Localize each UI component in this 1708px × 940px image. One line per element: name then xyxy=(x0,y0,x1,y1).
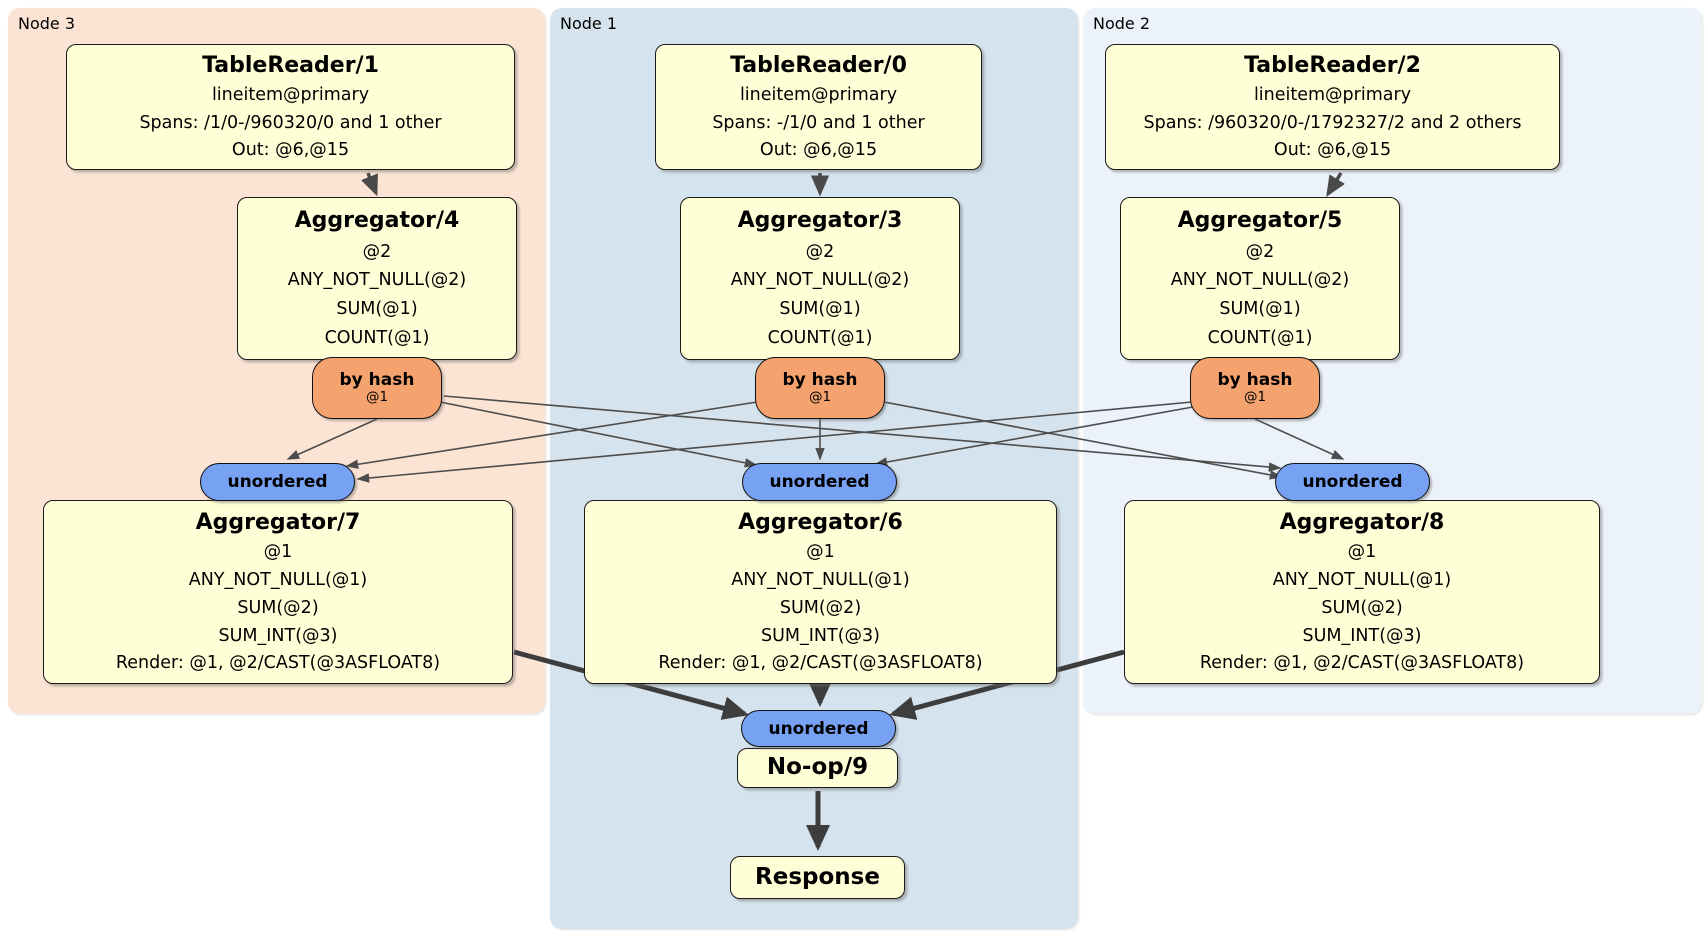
tablereader-2-title: TableReader/2 xyxy=(1244,53,1421,79)
tablereader-0-box: TableReader/0 lineitem@primary Spans: -/… xyxy=(655,44,982,170)
node3-label: Node 3 xyxy=(18,14,76,33)
tablereader-0-title: TableReader/0 xyxy=(730,53,907,79)
node1-label: Node 1 xyxy=(560,14,618,33)
aggregator-4-group: @2 xyxy=(362,241,392,262)
response-box: Response xyxy=(730,856,905,899)
aggregator-8-fn3: SUM_INT(@3) xyxy=(1302,625,1422,646)
aggregator-6-render: Render: @1, @2/CAST(@3ASFLOAT8) xyxy=(658,653,983,674)
aggregator-6-group: @1 xyxy=(806,542,835,563)
aggregator-3-fn1: ANY_NOT_NULL(@2) xyxy=(730,270,910,291)
by-hash-key: @1 xyxy=(1243,388,1267,405)
by-hash-label: by hash xyxy=(782,370,858,391)
unordered-receiver-agg8: unordered xyxy=(1275,463,1430,501)
tablereader-1-title: TableReader/1 xyxy=(202,53,379,79)
aggregator-3-fn3: COUNT(@1) xyxy=(767,328,873,349)
aggregator-6-fn1: ANY_NOT_NULL(@1) xyxy=(731,570,910,591)
aggregator-8-fn1: ANY_NOT_NULL(@1) xyxy=(1272,570,1452,591)
aggregator-7-fn2: SUM(@2) xyxy=(237,597,319,618)
aggregator-8-title: Aggregator/8 xyxy=(1279,509,1445,535)
by-hash-router-agg5: by hash @1 xyxy=(1190,357,1320,419)
edge-tr2-agg5 xyxy=(1326,172,1345,197)
edge-tr1-agg4 xyxy=(361,172,378,197)
aggregator-4-fn3: COUNT(@1) xyxy=(324,328,430,349)
edge-bh5-uo7 xyxy=(356,401,1193,483)
aggregator-8-render: Render: @1, @2/CAST(@3ASFLOAT8) xyxy=(1199,653,1525,674)
aggregator-7-render: Render: @1, @2/CAST(@3ASFLOAT8) xyxy=(115,653,441,674)
aggregator-6-fn3: SUM_INT(@3) xyxy=(761,625,880,646)
by-hash-key: @1 xyxy=(365,388,389,405)
by-hash-label: by hash xyxy=(1217,370,1293,391)
tablereader-0-index: lineitem@primary xyxy=(739,85,898,106)
node2-label: Node 2 xyxy=(1093,14,1151,33)
unordered-label: unordered xyxy=(768,718,869,739)
aggregator-4-title: Aggregator/4 xyxy=(294,207,460,233)
aggregator-6-fn2: SUM(@2) xyxy=(779,597,862,618)
unordered-receiver-noop: unordered xyxy=(741,710,896,747)
unordered-label: unordered xyxy=(227,472,328,492)
aggregator-7-box: Aggregator/7 @1 ANY_NOT_NULL(@1) SUM(@2)… xyxy=(43,500,513,684)
by-hash-router-agg4: by hash @1 xyxy=(312,357,442,419)
tablereader-2-index: lineitem@primary xyxy=(1253,85,1412,106)
tablereader-0-out: Out: @6,@15 xyxy=(759,139,878,160)
tablereader-2-out: Out: @6,@15 xyxy=(1273,139,1392,160)
tablereader-1-spans: Spans: /1/0-/960320/0 and 1 other xyxy=(139,112,442,133)
aggregator-5-fn2: SUM(@1) xyxy=(1219,299,1301,320)
aggregator-8-box: Aggregator/8 @1 ANY_NOT_NULL(@1) SUM(@2)… xyxy=(1124,500,1600,684)
aggregator-8-fn2: SUM(@2) xyxy=(1321,597,1403,618)
aggregator-3-fn2: SUM(@1) xyxy=(779,299,861,320)
aggregator-5-fn3: COUNT(@1) xyxy=(1207,328,1313,349)
tablereader-2-spans: Spans: /960320/0-/1792327/2 and 2 others xyxy=(1143,112,1522,133)
aggregator-6-box: Aggregator/6 @1 ANY_NOT_NULL(@1) SUM(@2)… xyxy=(584,500,1057,684)
aggregator-3-group: @2 xyxy=(805,241,835,262)
by-hash-router-agg3: by hash @1 xyxy=(755,357,885,419)
tablereader-2-box: TableReader/2 lineitem@primary Spans: /9… xyxy=(1105,44,1560,170)
response-title: Response xyxy=(755,863,880,890)
aggregator-5-box: Aggregator/5 @2 ANY_NOT_NULL(@2) SUM(@1)… xyxy=(1120,197,1400,360)
noop-9-title: No-op/9 xyxy=(766,754,869,781)
unordered-label: unordered xyxy=(1302,472,1403,492)
by-hash-key: @1 xyxy=(808,388,832,405)
aggregator-7-fn3: SUM_INT(@3) xyxy=(218,625,338,646)
aggregator-8-group: @1 xyxy=(1347,542,1377,563)
edge-bh4-uo6 xyxy=(439,401,758,468)
aggregator-4-fn1: ANY_NOT_NULL(@2) xyxy=(287,270,467,291)
unordered-receiver-agg6: unordered xyxy=(742,463,897,501)
aggregator-3-box: Aggregator/3 @2 ANY_NOT_NULL(@2) SUM(@1)… xyxy=(680,197,960,360)
aggregator-5-group: @2 xyxy=(1245,241,1275,262)
edge-bh4-uo7 xyxy=(286,418,378,460)
unordered-receiver-agg7: unordered xyxy=(200,463,355,501)
aggregator-3-title: Aggregator/3 xyxy=(737,207,903,233)
aggregator-6-title: Aggregator/6 xyxy=(738,509,903,535)
tablereader-1-out: Out: @6,@15 xyxy=(231,139,350,160)
edge-bh5-uo8 xyxy=(1254,418,1345,460)
edge-bh3-uo7 xyxy=(345,401,758,470)
aggregator-7-fn1: ANY_NOT_NULL(@1) xyxy=(188,570,368,591)
edge-bh5-uo6 xyxy=(874,406,1194,467)
tablereader-0-spans: Spans: -/1/0 and 1 other xyxy=(712,112,925,133)
aggregator-4-box: Aggregator/4 @2 ANY_NOT_NULL(@2) SUM(@1)… xyxy=(237,197,517,360)
tablereader-1-index: lineitem@primary xyxy=(211,85,370,106)
by-hash-label: by hash xyxy=(339,370,415,391)
edge-bh3-uo8 xyxy=(883,401,1283,480)
aggregator-5-title: Aggregator/5 xyxy=(1177,207,1343,233)
aggregator-5-fn1: ANY_NOT_NULL(@2) xyxy=(1170,270,1350,291)
tablereader-1-box: TableReader/1 lineitem@primary Spans: /1… xyxy=(66,44,515,170)
unordered-label: unordered xyxy=(769,472,870,492)
aggregator-7-group: @1 xyxy=(263,542,293,563)
aggregator-7-title: Aggregator/7 xyxy=(195,509,361,535)
noop-9-box: No-op/9 xyxy=(737,748,898,788)
aggregator-4-fn2: SUM(@1) xyxy=(336,299,418,320)
